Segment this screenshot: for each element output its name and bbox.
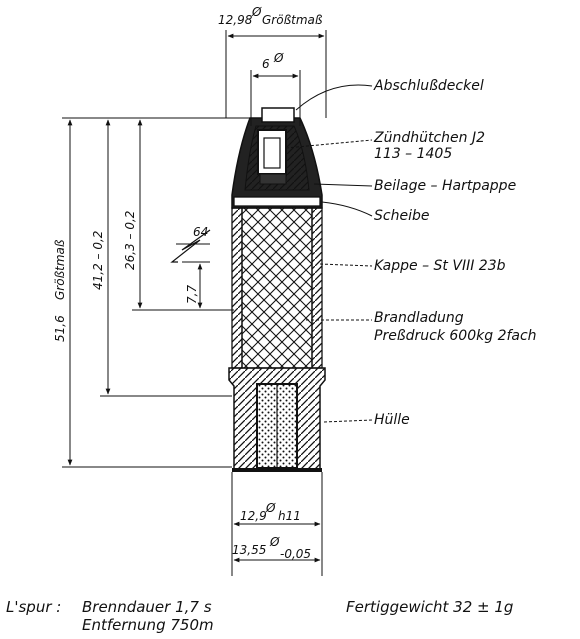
length-26-value: 26,3 – 0,2 [123, 211, 137, 270]
dim-case-diameter: 12,9 Ø h11 [231, 472, 323, 576]
label-closing-cap: Abschlußdeckel [373, 78, 484, 94]
length-41-value: 41,2 – 0,2 [91, 231, 105, 290]
finished-weight: Fertiggewicht 32 ± 1g [346, 598, 513, 616]
primer-base [259, 173, 287, 185]
label-insert: Beilage – Hartpappe [374, 178, 516, 194]
max-diameter-symbol: Ø [251, 5, 262, 19]
label-washer: Scheibe [374, 208, 429, 224]
washer-part [233, 196, 321, 207]
dim-base-diameter: 13,55 Ø -0,05 [232, 535, 321, 563]
max-diameter-suffix: Größtmaß [262, 13, 323, 27]
label-charge-line1: Brandladung [374, 310, 464, 326]
base-diameter-tol: -0,05 [280, 547, 311, 561]
distance: Entfernung 750m [82, 616, 214, 634]
case-diameter-symbol: Ø [265, 501, 276, 515]
callouts: Abschlußdeckel Zündhütchen J2 113 – 1405… [285, 78, 537, 428]
label-primer-line1: Zündhütchen J2 [373, 130, 485, 146]
dim-total-length: 51,6 Größtmaß [53, 117, 250, 468]
tracer-label: L'spur : [6, 598, 61, 616]
dim-length-26: 26,3 – 0,2 [123, 119, 234, 311]
dim-length-41: 41,2 – 0,2 [91, 119, 232, 397]
dim-max-diameter: 12,98 Ø Größtmaß [218, 5, 327, 118]
primer-diameter-symbol: Ø [273, 51, 284, 65]
case-base [232, 468, 322, 472]
label-cap: Kappe – St VIII 23b [374, 258, 506, 274]
label-charge-line2: Preßdruck 600kg 2fach [374, 328, 537, 344]
total-length-value: 51,6 [53, 315, 67, 342]
spring-note: 64 [193, 225, 208, 239]
dim-primer-diameter: 6 Ø [250, 51, 301, 126]
max-diameter-value: 12,98 [218, 13, 253, 27]
burn-time: Brenndauer 1,7 s [82, 598, 212, 616]
primer-diameter-value: 6 [262, 57, 270, 71]
case-diameter-value: 12,9 [240, 509, 267, 523]
label-primer-line2: 113 – 1405 [374, 146, 452, 162]
cap-wall-right [311, 207, 323, 369]
base-diameter-symbol: Ø [269, 535, 280, 549]
label-case: Hülle [374, 412, 410, 428]
projectile-section [228, 107, 326, 472]
footer-notes: L'spur : Brenndauer 1,7 s Entfernung 750… [6, 598, 513, 634]
case-diameter-suffix: h11 [278, 509, 301, 523]
closing-cap-part [261, 107, 295, 123]
total-length-suffix: Größtmaß [53, 239, 67, 300]
base-diameter-value: 13,55 [232, 543, 266, 557]
incendiary-charge [241, 207, 313, 369]
length-small-value: 7,7 [185, 285, 199, 304]
cap-wall-left [231, 207, 243, 369]
primer-inner [263, 137, 281, 169]
spring-detail: 64 7,7 [170, 225, 211, 309]
